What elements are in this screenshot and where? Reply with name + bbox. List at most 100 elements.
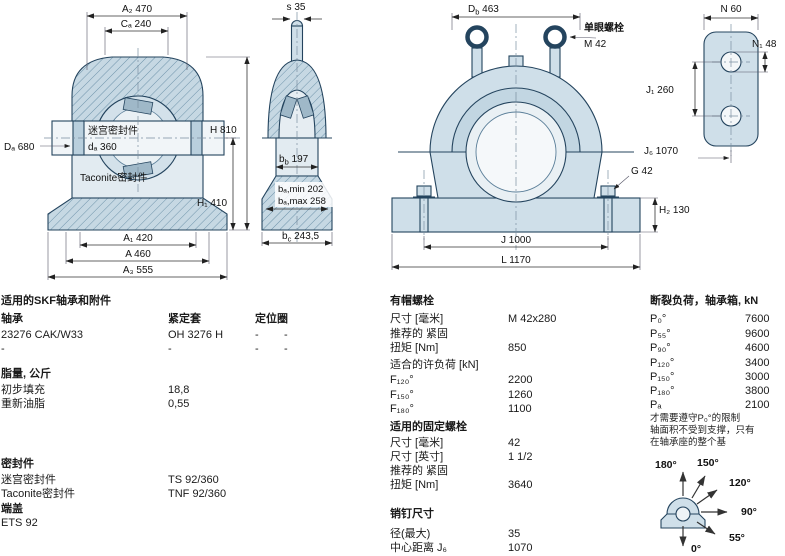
dim-db-label: Db 463 — [468, 4, 499, 17]
seals-title: 密封件 — [1, 458, 34, 470]
attachment-bolts-title: 适用的固定螺栓 — [390, 421, 467, 433]
ring-value-1: - — [255, 329, 259, 341]
seal-laby-value: TS 92/360 — [168, 474, 219, 486]
dim-Da-label: Dₐ 680 — [4, 142, 35, 153]
load-f150-value: 1260 — [508, 389, 533, 401]
p0-value: 7600 — [745, 313, 770, 325]
dim-s-label: s 35 — [287, 2, 306, 13]
p90-label: P₉₀° — [650, 342, 671, 354]
grease-relube-value: 0,55 — [168, 398, 190, 410]
pin-dia-label: 径(最大) — [390, 528, 431, 540]
ring-row2-cell-2: - — [284, 343, 288, 355]
dim-g-label: G 42 — [631, 166, 653, 177]
labyrinth-seal-label: 迷宫密封件 — [88, 124, 138, 137]
p90-value: 4600 — [745, 342, 770, 354]
housing-front-view — [391, 24, 641, 250]
eyebolt-label: 单眼螺栓 — [584, 21, 624, 34]
p55-label: P₅₅° — [650, 328, 671, 340]
attach-torque-label: 扭矩 [Nm] — [390, 479, 439, 491]
bearing-row2-cell: - — [1, 343, 5, 355]
dim-j1-label: J₁ 260 — [646, 85, 674, 96]
cap-bolt-size-value: M 42x280 — [508, 313, 557, 325]
taconite-seal-label: Taconite密封件 — [80, 171, 147, 184]
attach-size-mm-label: 尺寸 [毫米] — [390, 437, 444, 449]
grease-relube-label: 重新油脂 — [1, 398, 45, 410]
dim-n1-label: N₁ 48 — [752, 39, 777, 50]
base-plan-detail-view: N 60 N₁ 48 J₁ 260 J₆ 1070 — [644, 4, 777, 163]
dim-h2-label: H₂ 130 — [659, 205, 690, 216]
p150-label: P₁₅₀° — [650, 371, 675, 383]
cap-bolt-size-label: 尺寸 [毫米] — [390, 313, 444, 325]
p180-value: 3800 — [745, 385, 770, 397]
angle-150-label: 150° — [697, 457, 719, 469]
p150-value: 3000 — [745, 371, 770, 383]
endcover-value: ETS 92 — [1, 517, 38, 529]
attach-size-mm-value: 42 — [508, 437, 521, 449]
dim-h1-label: H₁ 410 — [197, 198, 227, 209]
mini-housing-icon — [660, 497, 706, 529]
p0-label: P₀° — [650, 313, 667, 325]
angle-90-label: 90° — [741, 506, 757, 518]
housing-front-dimensions: Db 463 单眼螺栓 M 42 G 42 H₂ 130 J 1000 L 11… — [391, 4, 690, 270]
dim-bb-label: bb 197 — [279, 154, 309, 167]
breaking-note-line-3: 在轴承座的整个基 — [650, 437, 727, 448]
breaking-loads-title: 断裂负荷，轴承箱, kN — [650, 295, 759, 307]
pin-cc-label: 中心距离 J₆ — [390, 542, 447, 554]
attach-size-in-value: 1 1/2 — [508, 451, 533, 463]
housing-section-dimensions: A₂ 470 Cₐ 240 迷宫密封件 dₐ 360 Dₐ 680 Taconi… — [4, 4, 250, 280]
load-direction-figure: 180° 150° 120° 90° 55° 0° — [655, 457, 757, 554]
sleeve-row2-cell: - — [168, 343, 172, 355]
load-f180-value: 1100 — [508, 403, 532, 415]
bearing-designation: 23276 CAK/W33 — [1, 329, 83, 341]
seal-taconite-label: Taconite密封件 — [1, 488, 75, 500]
dim-a1-label: A₁ 420 — [123, 233, 153, 244]
col-sleeve: 紧定套 — [168, 313, 201, 325]
housing-section-view — [44, 48, 242, 231]
col-bearing: 轴承 — [1, 313, 23, 325]
grease-initial-value: 18,8 — [168, 384, 190, 396]
dim-n-label: N 60 — [720, 4, 742, 15]
cap-bolts-title: 有帽螺栓 — [390, 295, 434, 307]
breaking-note-line-1: 才需要遵守P₀°的限制 — [650, 413, 741, 424]
angle-0-label: 0° — [691, 543, 701, 554]
pins-title: 销钉尺寸 — [390, 508, 434, 520]
p180-label: P₁₈₀° — [650, 385, 675, 397]
eyebolt-size-label: M 42 — [584, 39, 607, 50]
dim-h-label: H 810 — [210, 125, 237, 136]
dim-l-label: L 1170 — [501, 255, 531, 266]
grease-initial-label: 初步填充 — [1, 384, 45, 396]
pin-cc-value: 1070 — [508, 542, 533, 554]
dim-a2-label: A₂ 470 — [122, 4, 152, 15]
p120-value: 3400 — [745, 357, 770, 369]
pin-dia-value: 35 — [508, 528, 521, 540]
pa-label: Pₐ — [650, 399, 662, 411]
dim-a3-label: A₃ 555 — [123, 265, 154, 276]
cap-bolt-torque-value: 850 — [508, 342, 527, 354]
p120-label: P₁₂₀° — [650, 357, 675, 369]
ring-row2-cell-1: - — [255, 343, 259, 355]
cap-bolt-torque-label: 扭矩 [Nm] — [390, 342, 439, 354]
pa-value: 2100 — [745, 399, 770, 411]
dim-j6-label: J₆ 1070 — [644, 146, 678, 157]
load-f180-label: F₁₈₀° — [390, 403, 414, 415]
load-f150-label: F₁₅₀° — [390, 389, 414, 401]
dim-bamin-label: bₐ,min 202 — [278, 184, 323, 195]
breaking-note-line-2: 轴面积不受到支撑，只有 — [650, 425, 755, 436]
seal-laby-label: 迷宫密封件 — [1, 474, 56, 486]
attach-torque-value: 3640 — [508, 479, 533, 491]
seal-taconite-value: TNF 92/360 — [168, 488, 227, 500]
dim-a-label: A 460 — [125, 249, 151, 260]
dim-ca-label: Cₐ 240 — [121, 19, 152, 30]
attach-size-in-label: 尺寸 [英寸] — [390, 451, 444, 463]
technical-drawings: A₂ 470 Cₐ 240 迷宫密封件 dₐ 360 Dₐ 680 Taconi… — [4, 2, 777, 280]
housing-side-dimensions: s 35 bb 197 bₐ,min 202 bₐ,max 258 bc 243… — [261, 2, 333, 246]
sleeve-designation: OH 3276 H — [168, 329, 224, 341]
angle-120-label: 120° — [729, 477, 751, 489]
load-f120-label: F₁₂₀° — [390, 374, 414, 386]
ring-value-2: - — [284, 329, 288, 341]
dim-bc-label: bc 243,5 — [282, 231, 320, 244]
bearings-title: 适用的SKF轴承和附件 — [1, 295, 111, 307]
p55-value: 9600 — [745, 328, 770, 340]
perm-load-title: 适合的许负荷 [kN] — [390, 359, 479, 371]
